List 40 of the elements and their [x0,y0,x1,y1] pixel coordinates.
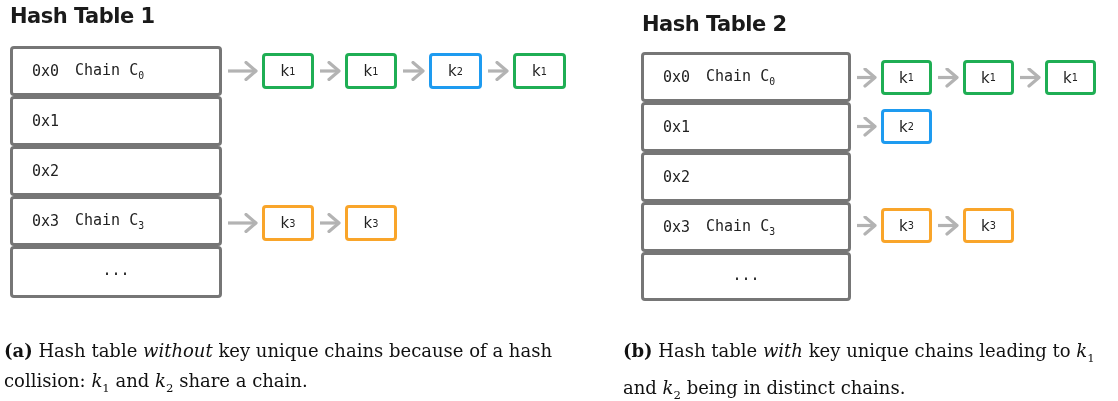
table-row [10,46,222,96]
arrow [857,215,877,236]
table-row [10,196,222,246]
arrow [228,212,258,234]
table-row [641,102,851,152]
arrow [320,212,341,234]
ellipsis-text: ... [102,261,130,280]
arrow [403,60,425,82]
arrow [938,215,959,236]
table-row [10,246,222,298]
arrow [320,60,341,82]
arrow [857,116,877,137]
table-row [641,152,851,202]
arrow [488,60,509,82]
table-row [641,52,851,102]
table-heading: Hash Table 2 [642,12,787,36]
table-row [641,252,851,301]
table-row [10,96,222,146]
arrow [938,67,959,88]
address-text: 0x1 [32,112,60,130]
address-text: 0x2 [663,168,691,186]
chain-label: Chain C$_{0}$ [706,67,776,87]
address-text: 0x3 [32,212,60,230]
address-text: 0x0 [663,68,691,86]
address-text: 0x3 [663,218,691,236]
table-row [10,146,222,196]
chain-label: Chain C$_{0}$ [75,61,145,81]
address-text: 0x1 [663,118,691,136]
ellipsis-text: ... [732,265,760,284]
arrow [228,60,258,82]
address-text: 0x0 [32,62,60,80]
figure-caption: (b) Hash table with key unique chains leading to k$_{1}$ and k$_{2}$ being in distinct chains. [623,339,1096,401]
table-row [641,202,851,252]
figure-caption: (a) Hash table without key unique chains because of a hash collision: k$_{1}$ and k$_{2}$ share a chain. [4,339,554,397]
chain-label: Chain C$_{3}$ [75,211,145,231]
address-text: 0x2 [32,162,60,180]
chain-label: Chain C$_{3}$ [706,217,776,237]
arrow [857,67,877,88]
arrow [1020,67,1041,88]
table-heading: Hash Table 1 [10,4,155,28]
